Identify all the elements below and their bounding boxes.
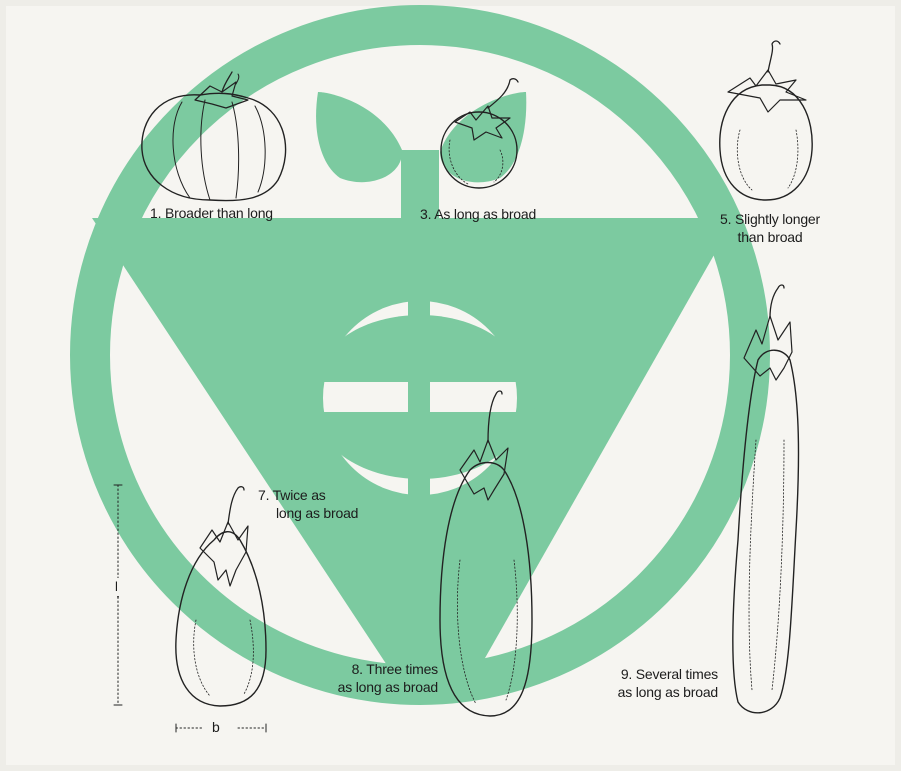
fig8-label-line2: as long as broad (328, 678, 438, 696)
eggplant-fig1-drawing (142, 72, 286, 201)
fig5-label: 5. Slightly longer than broad (700, 210, 840, 246)
fig9-label-line2: as long as broad (600, 683, 718, 701)
breadth-marker-label: b (212, 718, 220, 736)
fig5-label-line1: 5. Slightly longer (700, 210, 840, 228)
eggplant-fig8-drawing (440, 391, 532, 716)
fig7-label: 7. Twice as long as broad (258, 486, 378, 522)
eggplant-fig7-drawing (176, 487, 266, 706)
fig3-label: 3. As long as broad (420, 205, 536, 223)
fig9-label: 9. Several times as long as broad (600, 665, 718, 701)
eggplant-fig5-drawing (720, 41, 812, 200)
length-marker-label: l (114, 578, 119, 596)
fig5-label-line2: than broad (700, 228, 840, 246)
fig8-label-line1: 8. Three times (328, 660, 438, 678)
fig9-label-line1: 9. Several times (600, 665, 718, 683)
dimension-markers (114, 485, 266, 732)
eggplant-fig9-drawing (733, 285, 799, 713)
fig8-label: 8. Three times as long as broad (328, 660, 438, 696)
fig1-label: 1. Broader than long (150, 204, 273, 222)
fig7-label-line2: long as broad (258, 504, 378, 522)
fig7-label-line1: 7. Twice as (258, 486, 378, 504)
eggplant-fig3-drawing (441, 79, 518, 188)
